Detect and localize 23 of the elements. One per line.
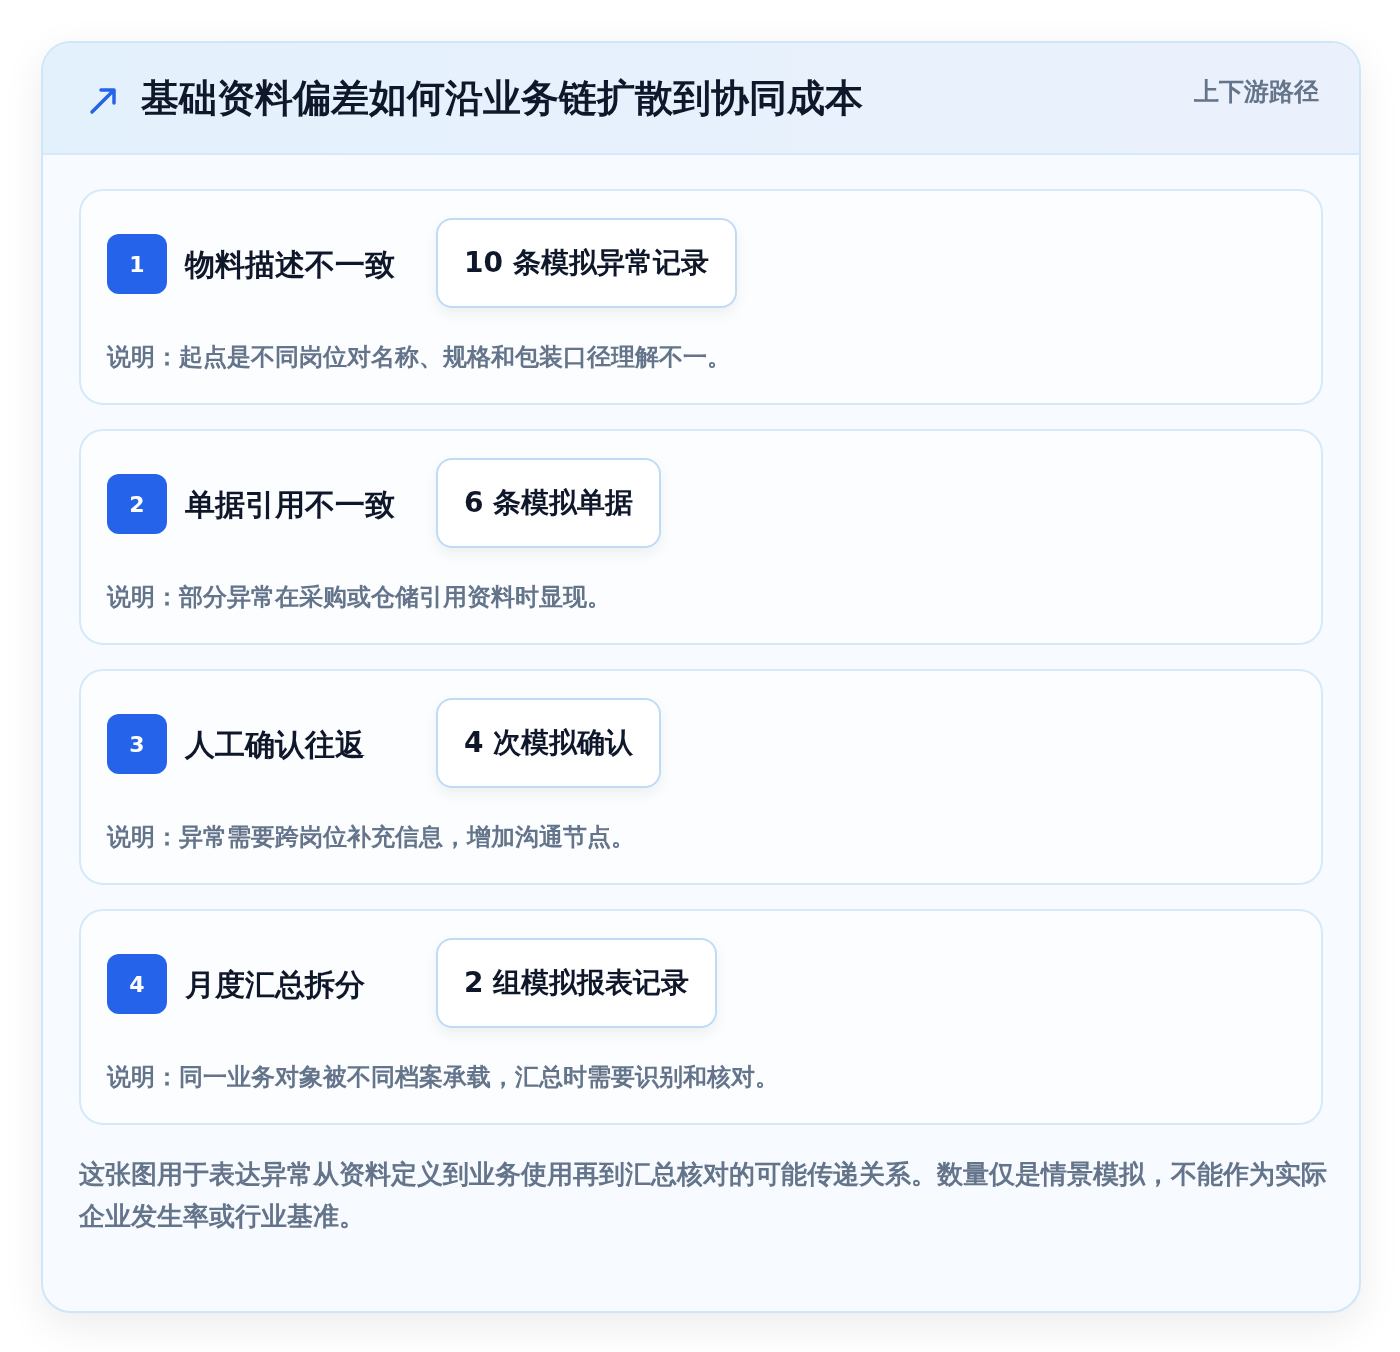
count-box: 10 条模拟异常记录 [436,218,737,308]
step-card [79,909,1323,1125]
step-description: 说明：同一业务对象被不同档案承载，汇总时需要识别和核对。 [107,1062,779,1093]
header-tag: 上下游路径 [1194,75,1319,108]
step-number-badge: 3 [107,714,167,774]
step-number-badge: 2 [107,474,167,534]
count-box: 6 条模拟单据 [436,458,662,548]
step-number-badge: 1 [107,234,167,294]
count-box: 4 次模拟确认 [436,698,662,788]
step-title: 物料描述不一致 [185,246,395,284]
step-title: 月度汇总拆分 [185,966,365,1004]
count-box: 2 组模拟报表记录 [436,938,718,1028]
step-description: 说明：异常需要跨岗位补充信息，增加沟通节点。 [107,822,635,853]
step-description: 说明：起点是不同岗位对名称、规格和包装口径理解不一。 [107,342,731,373]
diagram-title: 基础资料偏差如何沿业务链扩散到协同成本 [141,75,863,122]
step-card [79,669,1323,885]
step-description: 说明：部分异常在采购或仓储引用资料时显现。 [107,582,611,613]
step-number-badge: 4 [107,954,167,1014]
step-card [79,189,1323,405]
step-title: 单据引用不一致 [185,486,395,524]
step-card [79,429,1323,645]
footnote: 这张图用于表达异常从资料定义到业务使用再到汇总核对的可能传递关系。数量仅是情景模拟，不能作为实际企业发生率或行业基准。 [79,1158,1328,1233]
step-title: 人工确认往返 [185,726,365,764]
